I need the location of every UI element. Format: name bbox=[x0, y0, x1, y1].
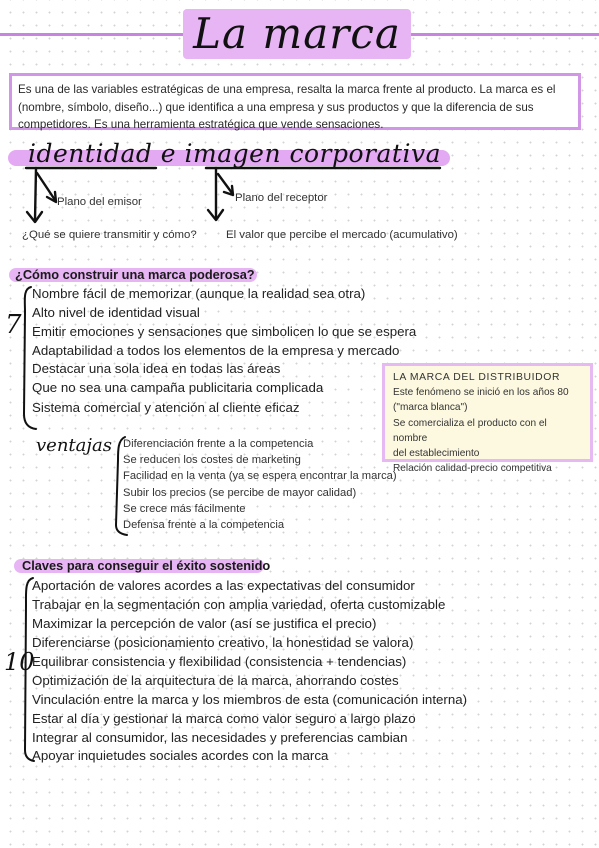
keys-item: Integrar al consumidor, las necesidades … bbox=[32, 730, 408, 745]
keys-item: Trabajar en la segmentación con amplia v… bbox=[32, 597, 446, 612]
page-title: La marca bbox=[193, 9, 401, 58]
keys-count: 10 bbox=[4, 648, 35, 676]
distributor-line: del establecimiento bbox=[393, 448, 480, 460]
build-item: Adaptabilidad a todos los elementos de l… bbox=[32, 343, 400, 358]
keys-highlight bbox=[14, 559, 264, 573]
keys-bracket bbox=[23, 577, 35, 762]
keys-item: Optimización de la arquitectura de la ma… bbox=[32, 673, 399, 688]
advantage-item: Defensa frente a la competencia bbox=[123, 519, 285, 531]
distributor-line: Este fenómeno se inició en los años 80 bbox=[393, 387, 569, 399]
keys-item: Maximizar la percepción de valor (así se… bbox=[32, 616, 377, 631]
build-item: Sistema comercial y atención al cliente … bbox=[32, 400, 300, 415]
emisor-question: ¿Qué se quiere transmitir y cómo? bbox=[22, 229, 197, 241]
list-brackets bbox=[22, 286, 128, 536]
definition-box: Es una de las variables estratégicas de … bbox=[9, 73, 581, 131]
advantage-item: Subir los precios (se percibe de mayor c… bbox=[123, 487, 357, 499]
advantage-item: Se reducen los costes de marketing bbox=[123, 454, 301, 466]
keys-item: Aportación de valores acordes a las expe… bbox=[32, 578, 415, 593]
distributor-box: LA MARCA DEL DISTRIBUIDOR Este fenómeno … bbox=[382, 363, 593, 474]
identity-highlight bbox=[8, 150, 450, 166]
keys-heading: Claves para conseguir el éxito sostenido bbox=[22, 558, 271, 573]
build-item: Que no sea una campaña publicitaria comp… bbox=[32, 380, 324, 395]
keys-item: Apoyar inquietudes sociales acordes con … bbox=[32, 748, 329, 763]
keys-item: Equilibrar consistencia y flexibilidad (… bbox=[32, 654, 407, 669]
build-count: 7 bbox=[5, 310, 22, 340]
advantage-item: Facilidad en la venta (ya se espera enco… bbox=[123, 470, 397, 482]
keys-item: Estar al día y gestionar la marca como v… bbox=[32, 711, 416, 726]
receptor-description: El valor que percibe el mercado (acumula… bbox=[226, 229, 458, 241]
advantages-label: ventajas bbox=[36, 435, 112, 456]
distributor-line: ("marca blanca") bbox=[393, 402, 468, 414]
keys-item: Diferenciarse (posicionamiento creativo,… bbox=[32, 635, 414, 650]
build-item: Alto nivel de identidad visual bbox=[32, 305, 200, 320]
build-item: Emitir emociones y sensaciones que simbo… bbox=[32, 324, 417, 339]
advantage-item: Diferenciación frente a la competencia bbox=[123, 438, 314, 450]
advantage-item: Se crece más fácilmente bbox=[123, 503, 246, 515]
distributor-line: Se comercializa el producto con el nombr… bbox=[393, 417, 547, 444]
identity-heading: identidad e imagen corporativa bbox=[28, 139, 441, 168]
title-highlight bbox=[183, 9, 411, 59]
distributor-title: LA MARCA DEL DISTRIBUIDOR bbox=[393, 372, 561, 383]
build-item: Destacar una sola idea en todas las área… bbox=[32, 361, 281, 376]
receptor-label: Plano del receptor bbox=[235, 192, 328, 204]
identity-arrows bbox=[24, 166, 442, 224]
build-highlight bbox=[9, 268, 257, 282]
distributor-line: Relación calidad-precio competitiva bbox=[393, 463, 552, 475]
keys-item: Vinculación entre la marca y los miembro… bbox=[32, 692, 468, 707]
build-heading: ¿Cómo construir una marca poderosa? bbox=[15, 267, 255, 282]
build-item: Nombre fácil de memorizar (aunque la rea… bbox=[32, 286, 366, 301]
emisor-label: Plano del emisor bbox=[57, 196, 142, 208]
